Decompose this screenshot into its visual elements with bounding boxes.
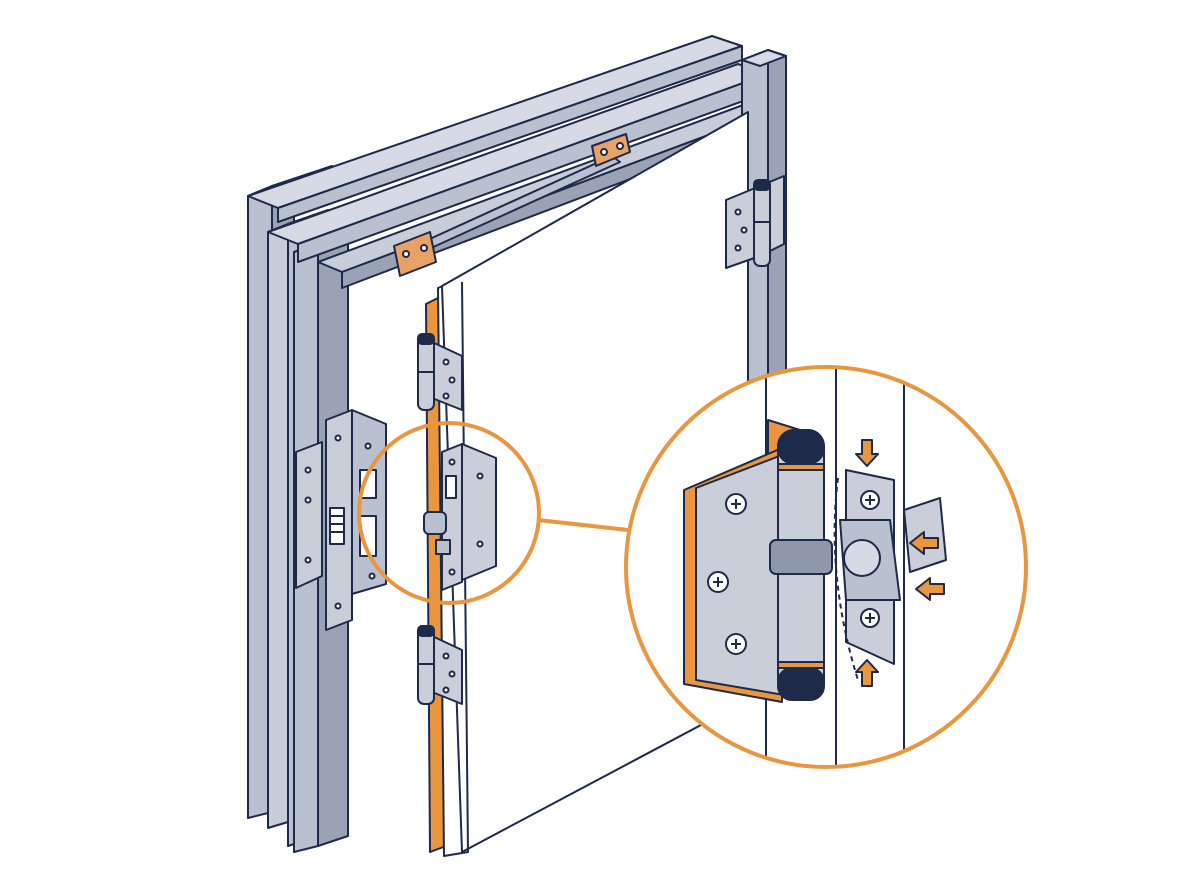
top-right-hinge [725, 175, 785, 269]
arrow-down [855, 439, 879, 467]
latch-strike [423, 443, 497, 591]
arrow-up [855, 659, 879, 687]
keeper-plate [295, 409, 387, 631]
lower-hinge [417, 625, 463, 705]
head-closer-track [393, 133, 631, 277]
magnified-latch [833, 469, 947, 681]
arrow-left-upper [909, 531, 939, 555]
detail-arrows [855, 439, 945, 687]
upper-hinge [417, 333, 463, 411]
detail-callout-circle [357, 421, 629, 605]
magnified-hinge [683, 429, 833, 703]
arrow-left-lower [915, 577, 945, 601]
zoom-callout-circle [624, 365, 1028, 769]
